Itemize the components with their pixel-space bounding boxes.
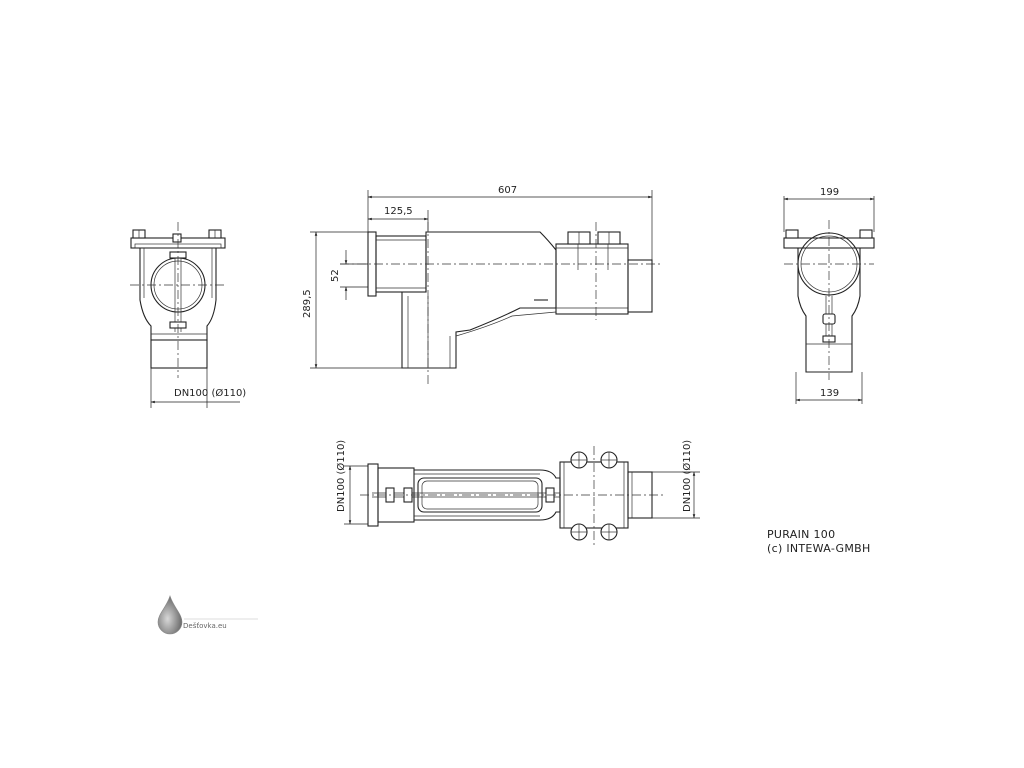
dim-199-label: 199 — [820, 187, 839, 198]
copyright-text: (c) INTEWA-GMBH — [767, 542, 871, 555]
dim-289-label: 289,5 — [302, 289, 313, 318]
side-view: 607 125,5 289,5 52 — [302, 185, 660, 384]
plan-left-pipe-label: DN100 (Ø110) — [335, 440, 347, 512]
front-view-knob-left — [132, 229, 146, 239]
front-view-knob-right — [208, 229, 222, 239]
end-view: 199 139 — [783, 187, 875, 404]
plan-right-pipe-label: DN100 (Ø110) — [681, 440, 693, 512]
front-view: DN100 (Ø110) — [130, 222, 246, 408]
dim-139-label: 139 — [820, 388, 839, 399]
plan-view: DN100 (Ø110) — [335, 440, 700, 546]
title-block: PURAIN 100 (c) INTEWA-GMBH — [767, 528, 871, 556]
water-drop-icon — [157, 595, 258, 635]
plan-knob-bottom-right — [600, 523, 618, 541]
plan-knob-top-right — [600, 451, 618, 469]
plan-knob-bottom-left — [570, 523, 588, 541]
product-name: PURAIN 100 — [767, 528, 836, 541]
watermark-text: Dešťovka.eu — [183, 622, 227, 630]
dim-607-label: 607 — [498, 185, 517, 196]
front-view-pipe-label: DN100 (Ø110) — [174, 387, 246, 399]
dim-52-label: 52 — [330, 269, 341, 282]
plan-knob-top-left — [570, 451, 588, 469]
dim-125-label: 125,5 — [384, 206, 413, 217]
